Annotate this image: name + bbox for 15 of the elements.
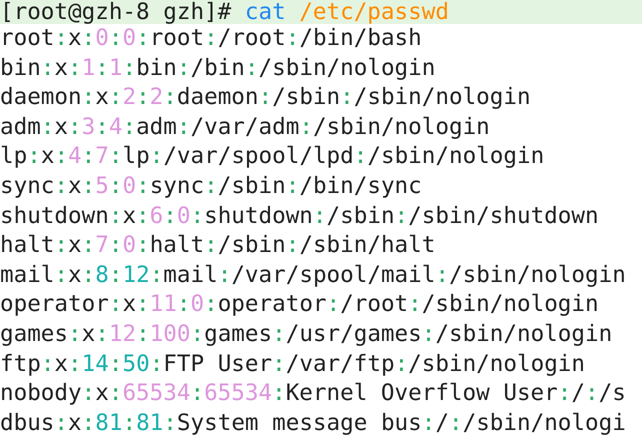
terminal-line: nobody:x:65534:65534:Kernel Overflow User:/:/s: [0, 379, 626, 408]
terminal-line: daemon:x:2:2:daemon:/sbin:/sbin/nologin: [0, 83, 531, 112]
terminal-line: lp:x:4:7:lp:/var/spool/lpd:/sbin/nologin: [0, 142, 544, 172]
terminal-line: halt:x:7:0:halt:/sbin:/sbin/halt: [0, 231, 436, 260]
terminal-line: games:x:12:100:games:/usr/games:/sbin/nologin: [0, 320, 612, 349]
terminal-line: adm:x:3:4:adm:/var/adm:/sbin/nologin: [0, 112, 490, 142]
terminal-line: root:x:0:0:root:/root:/bin/bash: [0, 24, 422, 53]
terminal-line: mail:x:8:12:mail:/var/spool/mail:/sbin/nologin: [0, 260, 626, 290]
terminal-line: dbus:x:81:81:System message bus:/:/sbin/nologi: [0, 408, 626, 438]
terminal-line: operator:x:11:0:operator:/root:/sbin/nologin: [0, 290, 599, 320]
terminal-line: bin:x:1:1:bin:/bin:/sbin/nologin: [0, 54, 436, 83]
command-prompt: [root@gzh-8 gzh]# cat /etc/passwd: [0, 0, 642, 24]
terminal-line: shutdown:x:6:0:shutdown:/sbin:/sbin/shutdown: [0, 202, 599, 231]
terminal-line: sync:x:5:0:sync:/sbin:/bin/sync: [0, 172, 422, 201]
terminal-line: ftp:x:14:50:FTP User:/var/ftp:/sbin/nologin: [0, 350, 586, 379]
